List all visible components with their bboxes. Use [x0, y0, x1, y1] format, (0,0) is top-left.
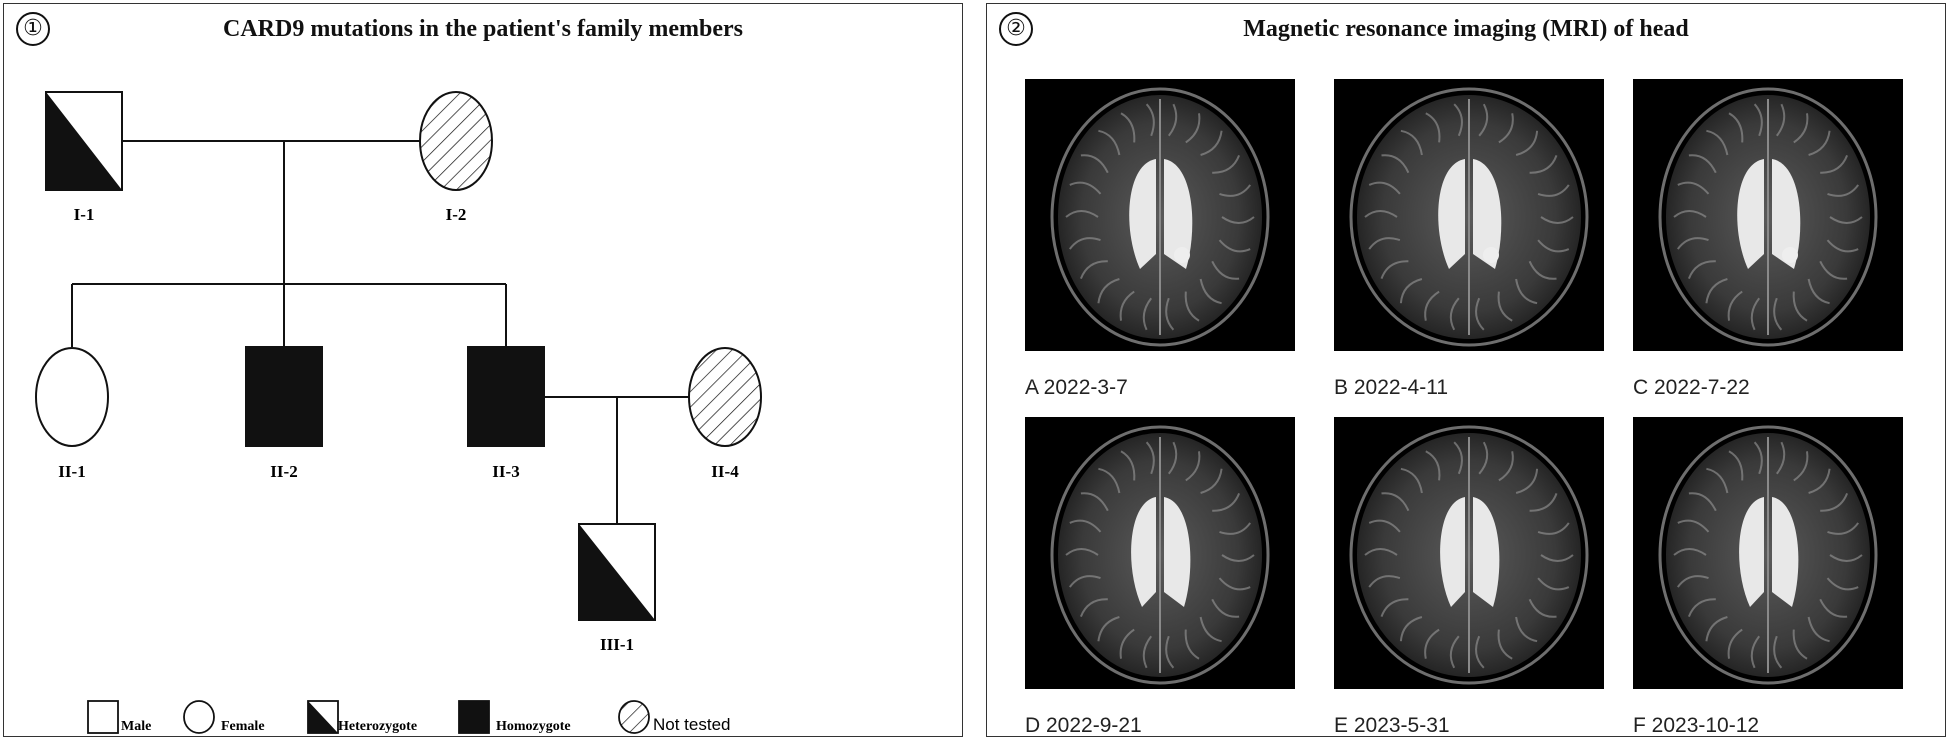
mri-panel: ② Magnetic resonance imaging (MRI) of he…: [986, 3, 1946, 737]
legend-female-icon: [183, 700, 215, 734]
legend-not-tested-icon: [618, 700, 650, 734]
mri-image: [1025, 79, 1295, 351]
mri-image: [1334, 79, 1604, 351]
homozygote-square: [467, 346, 545, 447]
label-I-1: I-1: [74, 205, 95, 224]
pedigree-lines: [71, 140, 689, 524]
pedigree-title: CARD9 mutations in the patient's family …: [223, 16, 743, 42]
mri-label: D 2022-9-21: [1025, 714, 1142, 737]
mri-label: A 2022-3-7: [1025, 376, 1128, 399]
heterozygote-fill: [579, 524, 655, 620]
mri-image: [1633, 417, 1903, 689]
brain-slice-graphic: [1658, 425, 1878, 685]
label-I-2: I-2: [446, 205, 467, 224]
legend-male-icon: [87, 700, 119, 734]
pedigree-panel: ① CARD9 mutations in the patient's famil…: [3, 3, 963, 737]
mri-label: B 2022-4-11: [1334, 376, 1449, 399]
legend-homozygote-icon: [458, 700, 490, 734]
legend-female-label: Female: [221, 719, 265, 734]
brain-slice-graphic: [1658, 87, 1878, 347]
label-II-2: II-2: [270, 462, 297, 481]
brain-slice-graphic: [1349, 87, 1589, 347]
legend-heterozygote-fill: [308, 701, 338, 733]
pedigree-chart: I-1 I-2 II-1 II-2 II-3 II-4: [35, 91, 762, 734]
individual-II-1: II-1: [35, 347, 109, 481]
legend-male-label: Male: [121, 719, 151, 734]
mri-label: C 2022-7-22: [1633, 376, 1750, 399]
mri-label: F 2023-10-12: [1633, 714, 1760, 737]
heterozygote-fill: [46, 92, 122, 190]
homozygote-square: [245, 346, 323, 447]
label-II-3: II-3: [492, 462, 519, 481]
individual-I-2: I-2: [419, 91, 493, 224]
brain-slice-graphic: [1050, 87, 1270, 347]
female-circle: [688, 347, 762, 447]
individual-II-3: II-3: [467, 346, 545, 481]
mri-image: [1633, 79, 1903, 351]
mri-title: Magnetic resonance imaging (MRI) of head: [1243, 16, 1689, 42]
legend: Male Female Heterozygote Homozygote Not …: [87, 700, 731, 734]
female-circle: [35, 347, 109, 447]
label-II-4: II-4: [711, 462, 739, 481]
panel-number-1: ①: [16, 12, 50, 46]
mri-label: E 2023-5-31: [1334, 714, 1450, 737]
individual-III-1: III-1: [578, 523, 656, 654]
label-III-1: III-1: [600, 635, 634, 654]
individual-I-1: I-1: [45, 91, 123, 224]
panel-number-2: ②: [999, 12, 1033, 46]
legend-not-tested-label: Not tested: [653, 715, 731, 734]
individual-II-4: II-4: [688, 347, 762, 481]
label-II-1: II-1: [58, 462, 85, 481]
mri-image: [1025, 417, 1295, 689]
legend-homozygote-label: Homozygote: [496, 719, 571, 734]
legend-heterozygote-label: Heterozygote: [338, 719, 417, 734]
individual-II-2: II-2: [245, 346, 323, 481]
brain-slice-graphic: [1349, 425, 1589, 685]
female-circle: [419, 91, 493, 191]
brain-slice-graphic: [1050, 425, 1270, 685]
mri-image: [1334, 417, 1604, 689]
